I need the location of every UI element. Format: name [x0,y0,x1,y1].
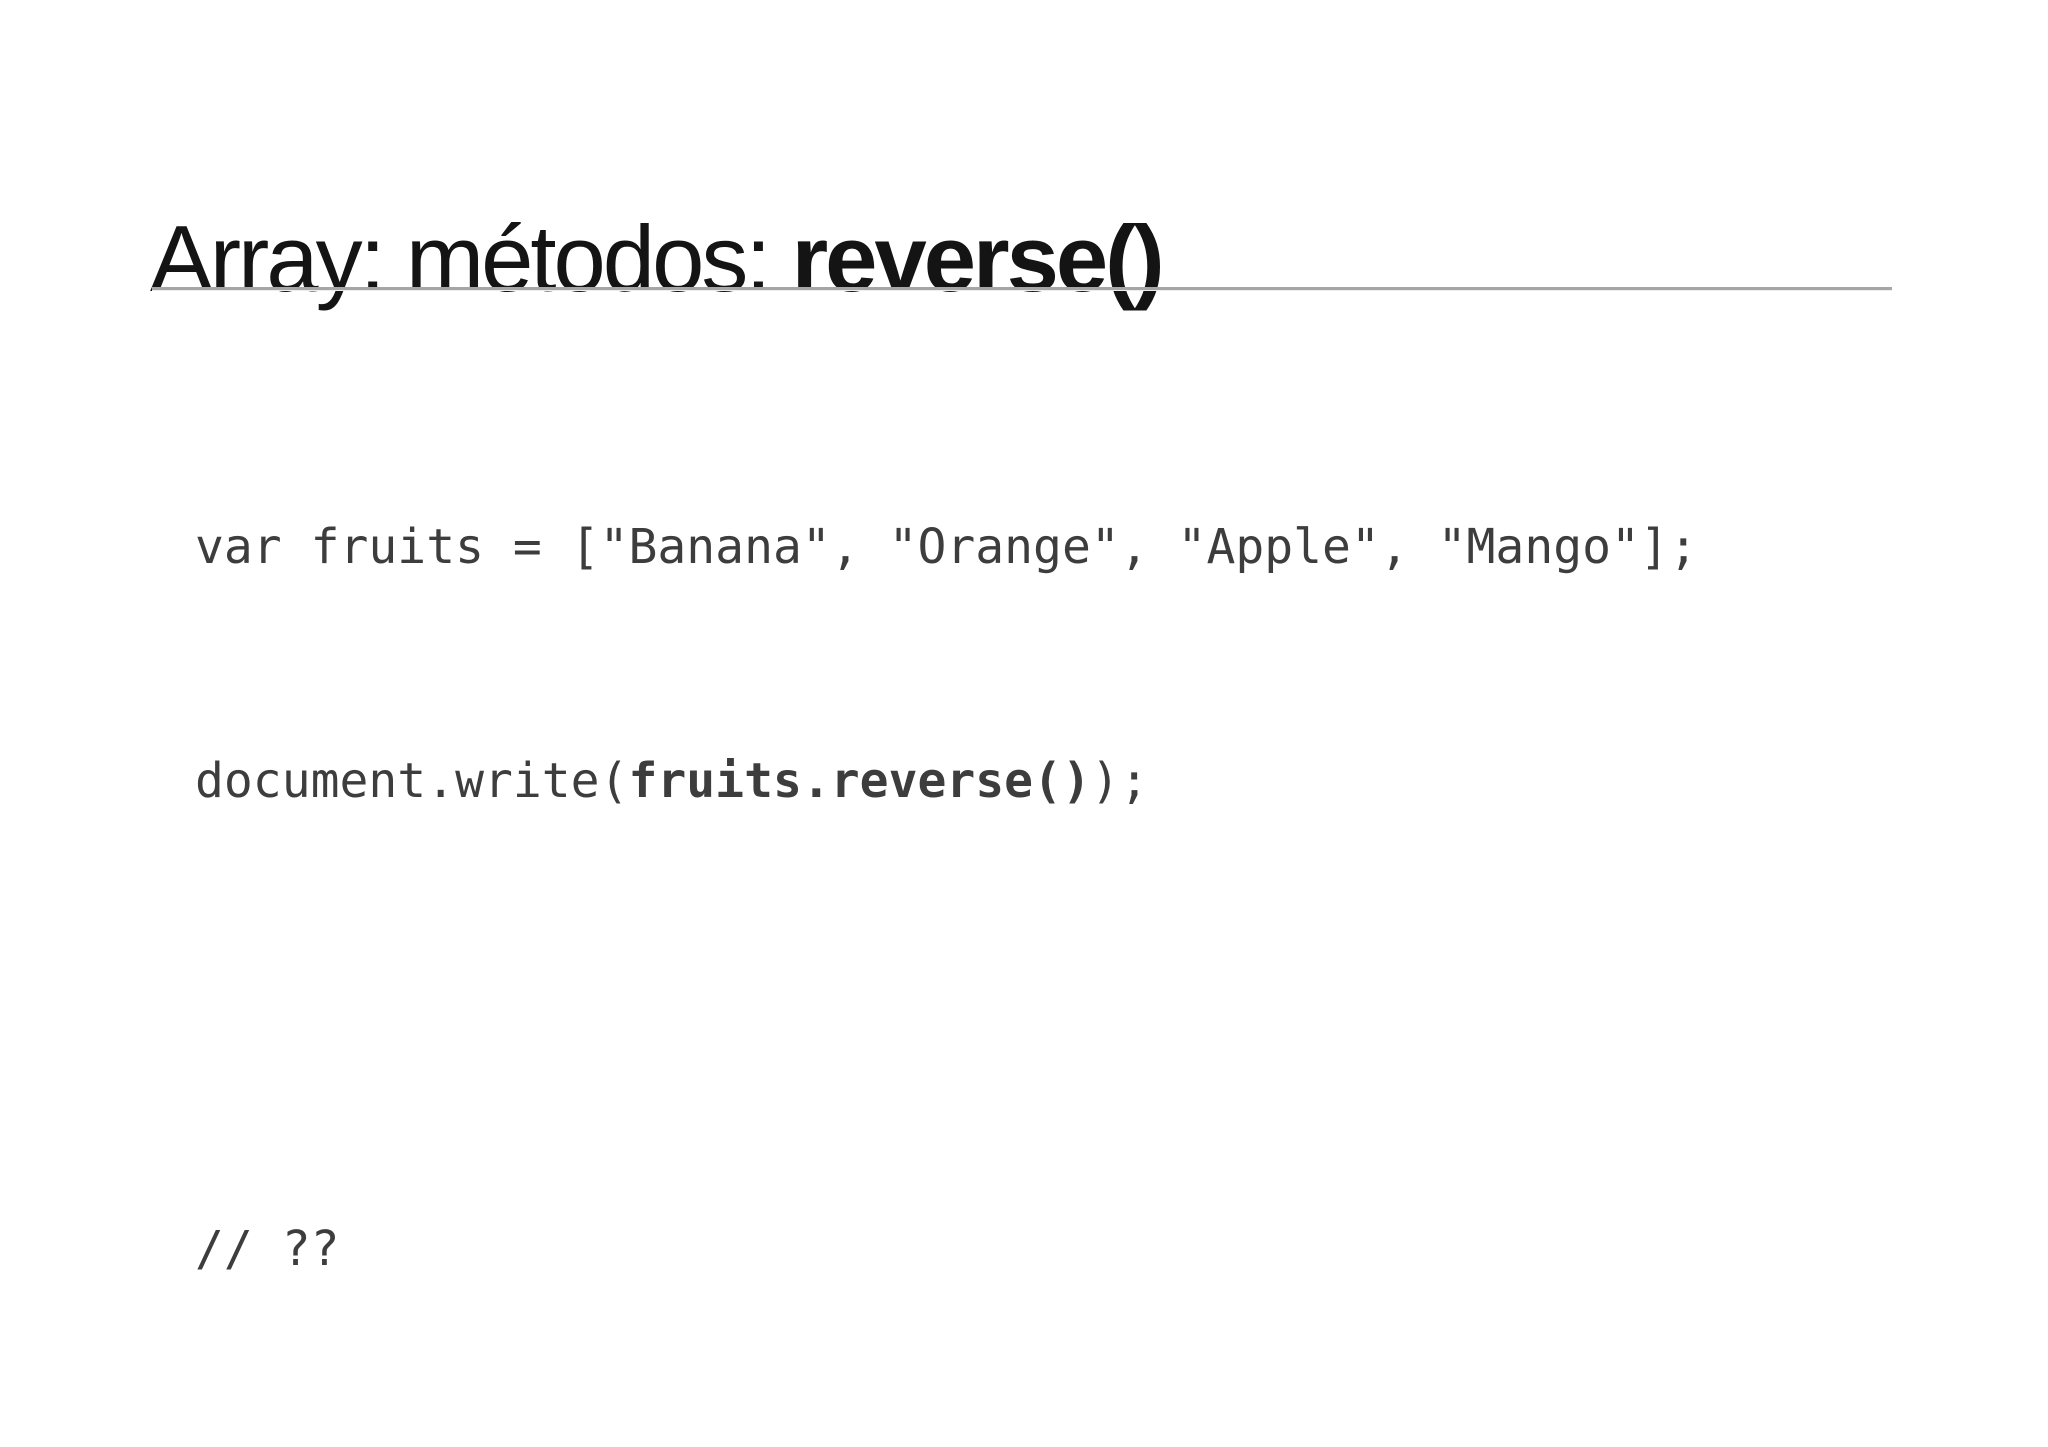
code-write-prefix: document.write( [195,753,629,809]
page-title: Array: métodos: reverse() [150,205,1165,313]
title-divider-rule [152,287,1892,291]
code-comment-text: // ?? [195,1221,340,1277]
code-line-write-call: document.write(fruits.reverse()); [195,742,1698,820]
code-line-declaration: var fruits = ["Banana", "Orange", "Apple… [195,508,1698,586]
code-declaration-text: var fruits = ["Banana", "Orange", "Apple… [195,519,1698,575]
code-blank-line [195,976,1698,1054]
page-title-method-name: reverse() [791,205,1165,311]
code-comment-line: // ?? [195,1210,1698,1288]
page-title-prefix: Array: métodos: [150,205,792,311]
code-reverse-call: fruits.reverse() [628,753,1091,809]
code-block: var fruits = ["Banana", "Orange", "Apple… [195,352,1698,1444]
code-write-suffix: ); [1090,753,1149,809]
